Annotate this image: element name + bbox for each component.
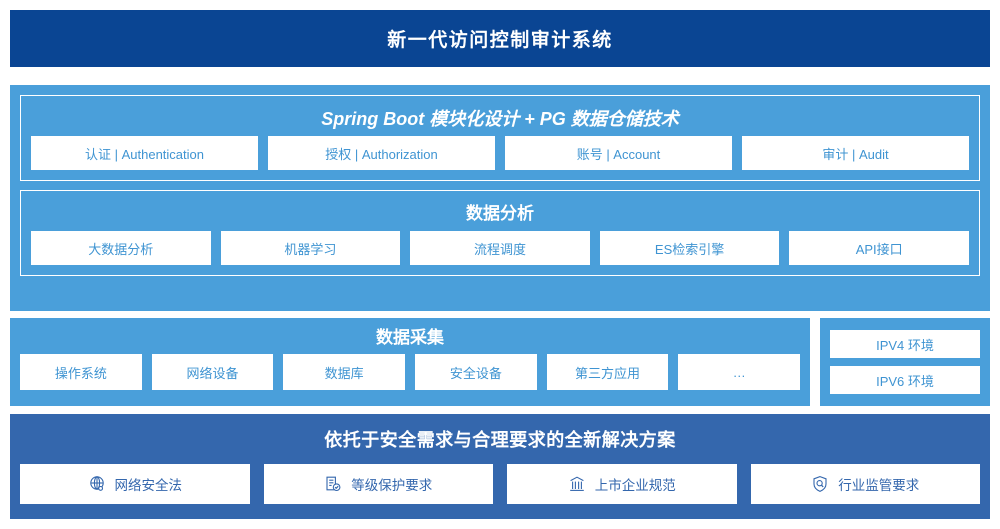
chip-classified-protection[interactable]: 等级保护要求 [263,464,493,504]
platform-group-spring-boot: Spring Boot 模块化设计 + PG 数据仓储技术 认证 | Authe… [20,95,980,181]
chip-label: 上市企业规范 [594,478,676,493]
chip-industry-regulation[interactable]: 行业监管要求 [750,464,980,504]
chip-authorization[interactable]: 授权 | Authorization [268,136,495,170]
chip-audit[interactable]: 审计 | Audit [742,136,969,170]
group-title-spring-boot: Spring Boot 模块化设计 + PG 数据仓储技术 [321,109,679,129]
chip-row-spring-boot: 认证 | Authentication 授权 | Authorization 账… [31,136,969,170]
chip-big-data-analysis[interactable]: 大数据分析 [31,231,211,265]
chip-es-search-engine[interactable]: ES检索引擎 [599,231,780,265]
compliance-panel: 依托于安全需求与合理要求的全新解决方案 网络安全法 [10,414,990,519]
chip-label: 网络安全法 [114,478,183,493]
chip-more-ellipsis[interactable]: … [678,354,801,390]
chip-label: 等级保护要求 [351,478,433,493]
chip-cybersecurity-law[interactable]: 网络安全法 [20,464,250,504]
header-bar: 新一代访问控制审计系统 [10,10,990,67]
chip-security-device[interactable]: 安全设备 [415,354,537,390]
bank-building-icon [568,475,586,493]
chip-label: 行业监管要求 [838,478,920,493]
platform-panel: Spring Boot 模块化设计 + PG 数据仓储技术 认证 | Authe… [10,85,990,311]
chip-row-data-collection: 操作系统 网络设备 数据库 安全设备 第三方应用 … [20,354,801,390]
shield-search-icon [811,475,829,493]
chip-third-party-app[interactable]: 第三方应用 [546,354,669,390]
chip-ipv6-environment[interactable]: IPV6 环境 [830,366,980,394]
group-title-data-collection: 数据采集 [376,328,444,347]
document-check-icon [324,475,342,493]
chip-row-data-analysis: 大数据分析 机器学习 流程调度 ES检索引擎 API接口 [31,231,969,265]
chip-process-scheduling[interactable]: 流程调度 [410,231,590,265]
environment-panel: IPV4 环境 IPV6 环境 [820,318,990,406]
data-collection-panel: 数据采集 操作系统 网络设备 数据库 安全设备 第三方应用 … [10,318,810,406]
chip-ipv4-environment[interactable]: IPV4 环境 [830,330,980,358]
platform-group-data-analysis: 数据分析 大数据分析 机器学习 流程调度 ES检索引擎 API接口 [20,190,980,276]
chip-database[interactable]: 数据库 [283,354,406,390]
group-title-data-analysis: 数据分析 [466,204,534,223]
globe-network-icon [88,475,106,493]
chip-operating-system[interactable]: 操作系统 [20,354,142,390]
chip-account[interactable]: 账号 | Account [505,136,732,170]
collection-row: 数据采集 操作系统 网络设备 数据库 安全设备 第三方应用 … IPV4 环境 … [10,318,990,406]
chip-network-device[interactable]: 网络设备 [151,354,274,390]
chip-row-compliance: 网络安全法 等级保护要求 [20,464,980,504]
chip-api-interface[interactable]: API接口 [789,231,969,265]
compliance-title: 依托于安全需求与合理要求的全新解决方案 [324,430,676,450]
chip-authentication[interactable]: 认证 | Authentication [31,136,258,170]
chip-machine-learning[interactable]: 机器学习 [220,231,401,265]
page-title: 新一代访问控制审计系统 [387,30,613,51]
chip-listed-company-standard[interactable]: 上市企业规范 [507,464,737,504]
